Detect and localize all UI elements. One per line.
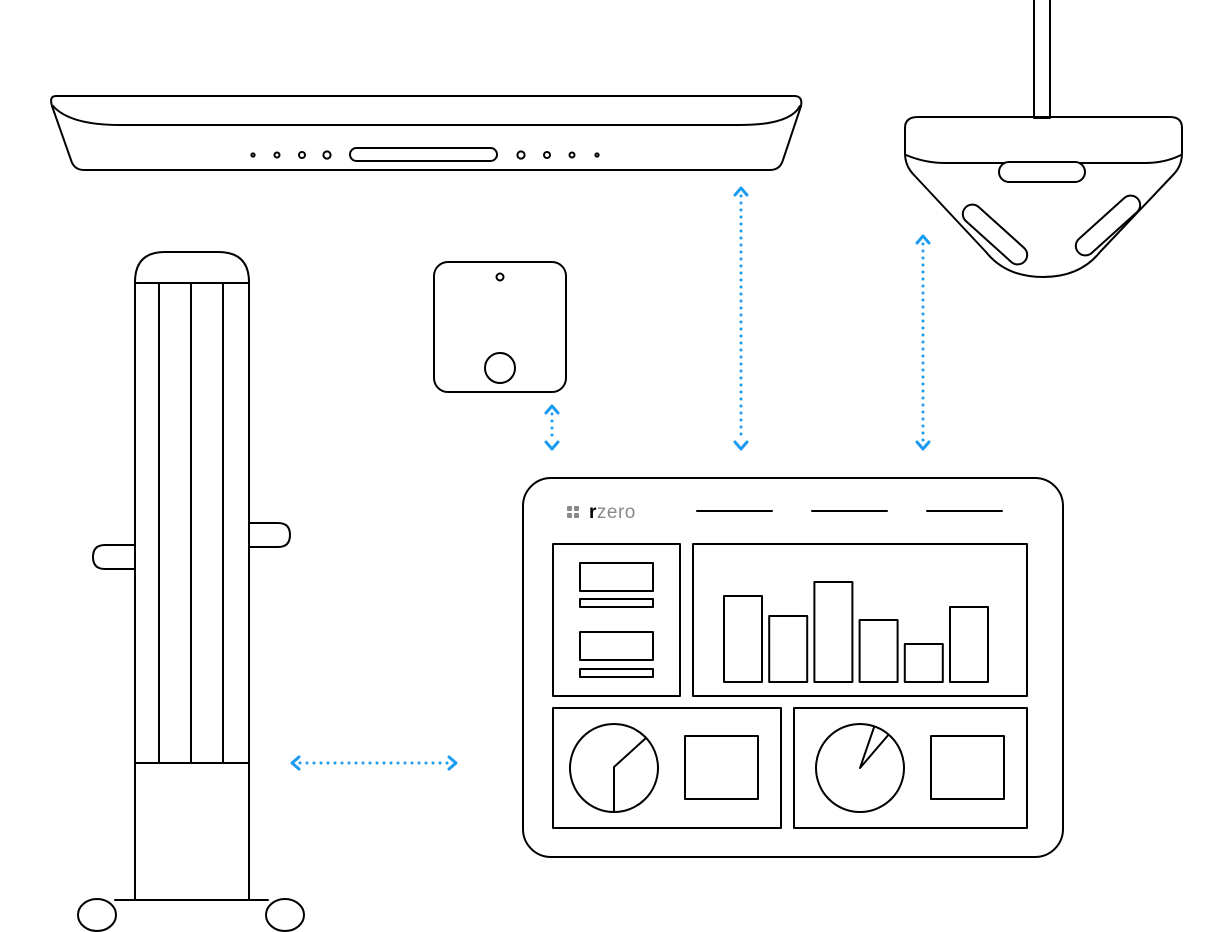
bar-5	[903, 643, 944, 683]
sensor-dashboard-arrow	[544, 404, 560, 451]
indicator-dots-right	[516, 150, 600, 160]
brand-wordmark: rzero	[589, 502, 636, 523]
light-bar-slot	[349, 147, 498, 162]
widget-pie-right[interactable]	[793, 707, 1028, 829]
widget-summary-panel[interactable]	[552, 543, 681, 697]
widget-pie-left[interactable]	[552, 707, 782, 829]
lightbar-dashboard-arrow	[733, 186, 749, 451]
bar-6	[949, 606, 989, 683]
widget-bar-chart[interactable]	[692, 543, 1028, 697]
tower-handle-left	[92, 544, 136, 570]
sensor-indicator	[495, 272, 505, 282]
sensor-button	[484, 352, 516, 384]
bar-chart-bars	[723, 581, 989, 683]
pendant-slot-right	[1074, 194, 1142, 257]
pie-right-slice-divider	[859, 725, 890, 769]
brand-letter-r: r	[589, 502, 597, 523]
brand-mark-icon	[567, 506, 579, 518]
bar-3	[813, 581, 854, 683]
mobile-tower-device	[77, 251, 305, 932]
pendant-slot-left	[961, 203, 1029, 266]
pie-left-legend-box	[684, 735, 759, 800]
brand-logo: rzero	[567, 502, 636, 523]
pie-chart-right	[815, 723, 905, 813]
connection-arrows	[290, 186, 931, 771]
pie-left-slice-divider	[613, 736, 648, 813]
tower-dashboard-arrow	[290, 755, 458, 771]
ceiling-pendant-device	[904, 0, 1183, 278]
wall-sensor-device	[433, 261, 567, 393]
tower-handle-right	[248, 522, 291, 548]
brand-letters-rest: zero	[597, 502, 636, 523]
bar-2	[768, 615, 809, 683]
pendant-slot-front	[998, 161, 1086, 183]
indicator-dots-left	[250, 150, 332, 160]
pie-chart-left	[569, 723, 659, 813]
bar-4	[858, 619, 899, 683]
tower-wheel-right	[265, 898, 305, 932]
pie-right-legend-box	[930, 735, 1005, 800]
ceiling-light-bar-device	[50, 95, 803, 171]
pendant-dashboard-arrow	[915, 234, 931, 451]
dashboard-tablet: rzero	[522, 477, 1064, 858]
pendant-mount-rod	[1033, 0, 1051, 119]
bar-1	[723, 595, 763, 683]
tower-wheel-left	[77, 898, 117, 932]
